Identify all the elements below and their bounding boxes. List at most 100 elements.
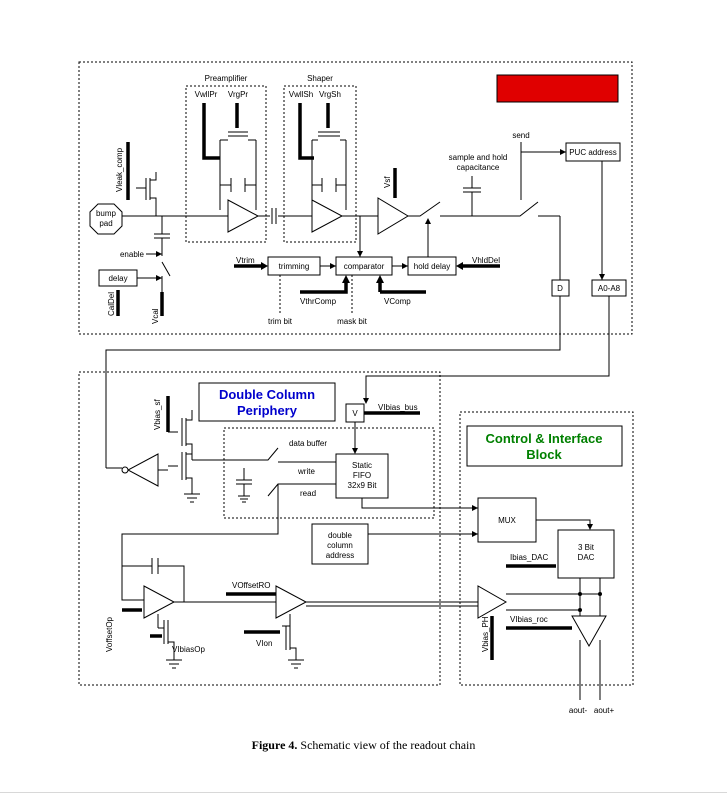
puc-arrowhead: [599, 274, 605, 280]
vcomp-arrowhead: [376, 275, 384, 283]
vhlddel-arrowhead: [456, 262, 463, 270]
dac-label-2: DAC: [578, 553, 595, 562]
control-block-title-box: [466, 425, 623, 467]
shaper-feedback-transistor: [311, 131, 347, 158]
sf-transistor-2: [168, 452, 193, 494]
vwllpr-bus: [202, 103, 220, 160]
voffsetop-label: VoffsetOp: [105, 616, 114, 652]
vhlddel-label: VhldDel: [472, 256, 500, 265]
trim-bit-label: trim bit: [268, 317, 293, 326]
vthrcomp-label: VthrComp: [300, 297, 337, 306]
write-label: write: [297, 467, 315, 476]
dca-label-2: column: [327, 541, 353, 550]
trimming-label: trimming: [279, 262, 310, 271]
buffer-to-opamp: [121, 500, 279, 601]
output-opamp: [143, 585, 176, 619]
dca-mux-arrowhead: [472, 531, 478, 537]
aout-lines: [579, 640, 601, 700]
v-label: V: [352, 409, 358, 418]
vwllsh-bus: [298, 103, 314, 160]
shaper-label: Shaper: [307, 74, 333, 83]
shaper-triangle: [311, 199, 344, 233]
data-buffer-label: data buffer: [289, 439, 327, 448]
junction-1: [578, 592, 582, 596]
mux-label: MUX: [498, 516, 516, 525]
input-buffer-triangle: [126, 453, 159, 487]
write-path: [192, 447, 336, 463]
ro-out: [306, 601, 478, 607]
hold-delay-label: hold delay: [414, 262, 450, 271]
sf-transistor-1: [168, 410, 193, 460]
vwllpr-label: VwllPr: [195, 90, 218, 99]
vbias-sf-label: Vbias_sf: [153, 399, 162, 430]
ph-buffer-triangle: [477, 585, 508, 619]
dac-label: 3 Bit: [578, 543, 595, 552]
voffsetro-label: VOffsetRO: [232, 581, 271, 590]
delay-label: delay: [108, 274, 127, 283]
source-follower-triangle: [377, 197, 409, 235]
opamp-feedback: [122, 558, 185, 602]
caldel-label: CalDel: [107, 292, 116, 316]
preamp-feedback: [219, 158, 257, 210]
fifo-block: [335, 453, 389, 499]
sf-to-switch: [408, 201, 560, 217]
delay-arrowhead: [156, 275, 162, 281]
preamplifier-triangle: [227, 199, 260, 233]
opamp-bias: [157, 614, 182, 669]
ph-to-dac-sum: [506, 593, 600, 611]
coupling-capacitor: [271, 208, 277, 224]
enable-arrowhead: [156, 251, 162, 257]
ibias-dac-label: Ibias_DAC: [510, 553, 548, 562]
fifo-label-2: FIFO: [353, 471, 371, 480]
puc-address-block: [565, 142, 621, 162]
leak-comp-transistor: [136, 172, 157, 216]
ro-bias: [282, 614, 304, 669]
figure-caption-label: Figure 4.: [251, 738, 298, 752]
vwllsh-label: VwllSh: [289, 90, 313, 99]
mux-dac-arrowhead: [587, 524, 593, 530]
output-driver-triangle: [571, 615, 607, 648]
mux-to-dac: [536, 519, 591, 528]
vtrim-arrowhead: [261, 262, 268, 270]
vibias-bus-label: VIbias_bus: [378, 403, 418, 412]
vibiasop-label: VIbiasOp: [172, 645, 205, 654]
fifo-mux-arrowhead: [472, 505, 478, 511]
a0a8-arrowhead: [363, 398, 369, 404]
bump-pad-label: bump: [96, 209, 117, 218]
double-column-boundary: [78, 371, 441, 686]
cal-switch: [161, 261, 171, 292]
control-block-boundary: [459, 411, 634, 686]
double-column-title-box: [198, 382, 336, 422]
pixel-unit-cell-title-box: [496, 74, 619, 103]
vibias-roc-label: VIbias_roc: [510, 615, 548, 624]
input-buffer-bubble: [121, 466, 129, 474]
comp-hold-arrowhead: [402, 263, 408, 269]
bump-pad: [89, 203, 123, 235]
figure-caption-text: Schematic view of the readout chain: [300, 738, 476, 752]
d-to-periphery: [105, 296, 561, 468]
send-label: send: [512, 131, 529, 140]
vleak-comp-label: Vleak_comp: [115, 147, 124, 192]
read-label: read: [300, 489, 316, 498]
preamplifier-boundary: [185, 85, 267, 243]
aout-plus-label: aout+: [594, 706, 615, 715]
vthrcomp-bus: [300, 282, 348, 294]
sf-ground: [184, 493, 200, 503]
send-arrowhead: [560, 149, 566, 155]
pixel-unit-cell-title: Pixel Unit Cell: [514, 81, 601, 96]
pixel-unit-cell-boundary: [78, 61, 633, 335]
puc-address-label: PUC address: [569, 148, 617, 157]
shaper-comp-arrowhead: [357, 251, 363, 257]
vion-label: VIon: [256, 639, 272, 648]
v-fifo-arrowhead: [352, 448, 358, 454]
vtrim-label: Vtrim: [236, 256, 255, 265]
sample-hold-label: sample and hold: [449, 153, 508, 162]
a0a8-to-periphery: [365, 296, 610, 402]
readout-chain-schematic: Pixel Unit Cell Preamplifier Shaper Vwll…: [78, 61, 634, 715]
dca-block: [311, 523, 369, 565]
vcal-label: Vcal: [151, 308, 160, 324]
a0-a8-label: A0-A8: [598, 284, 621, 293]
dca-label-3: address: [326, 551, 354, 560]
buffer-input: [106, 467, 168, 471]
dac-block: [557, 529, 615, 579]
